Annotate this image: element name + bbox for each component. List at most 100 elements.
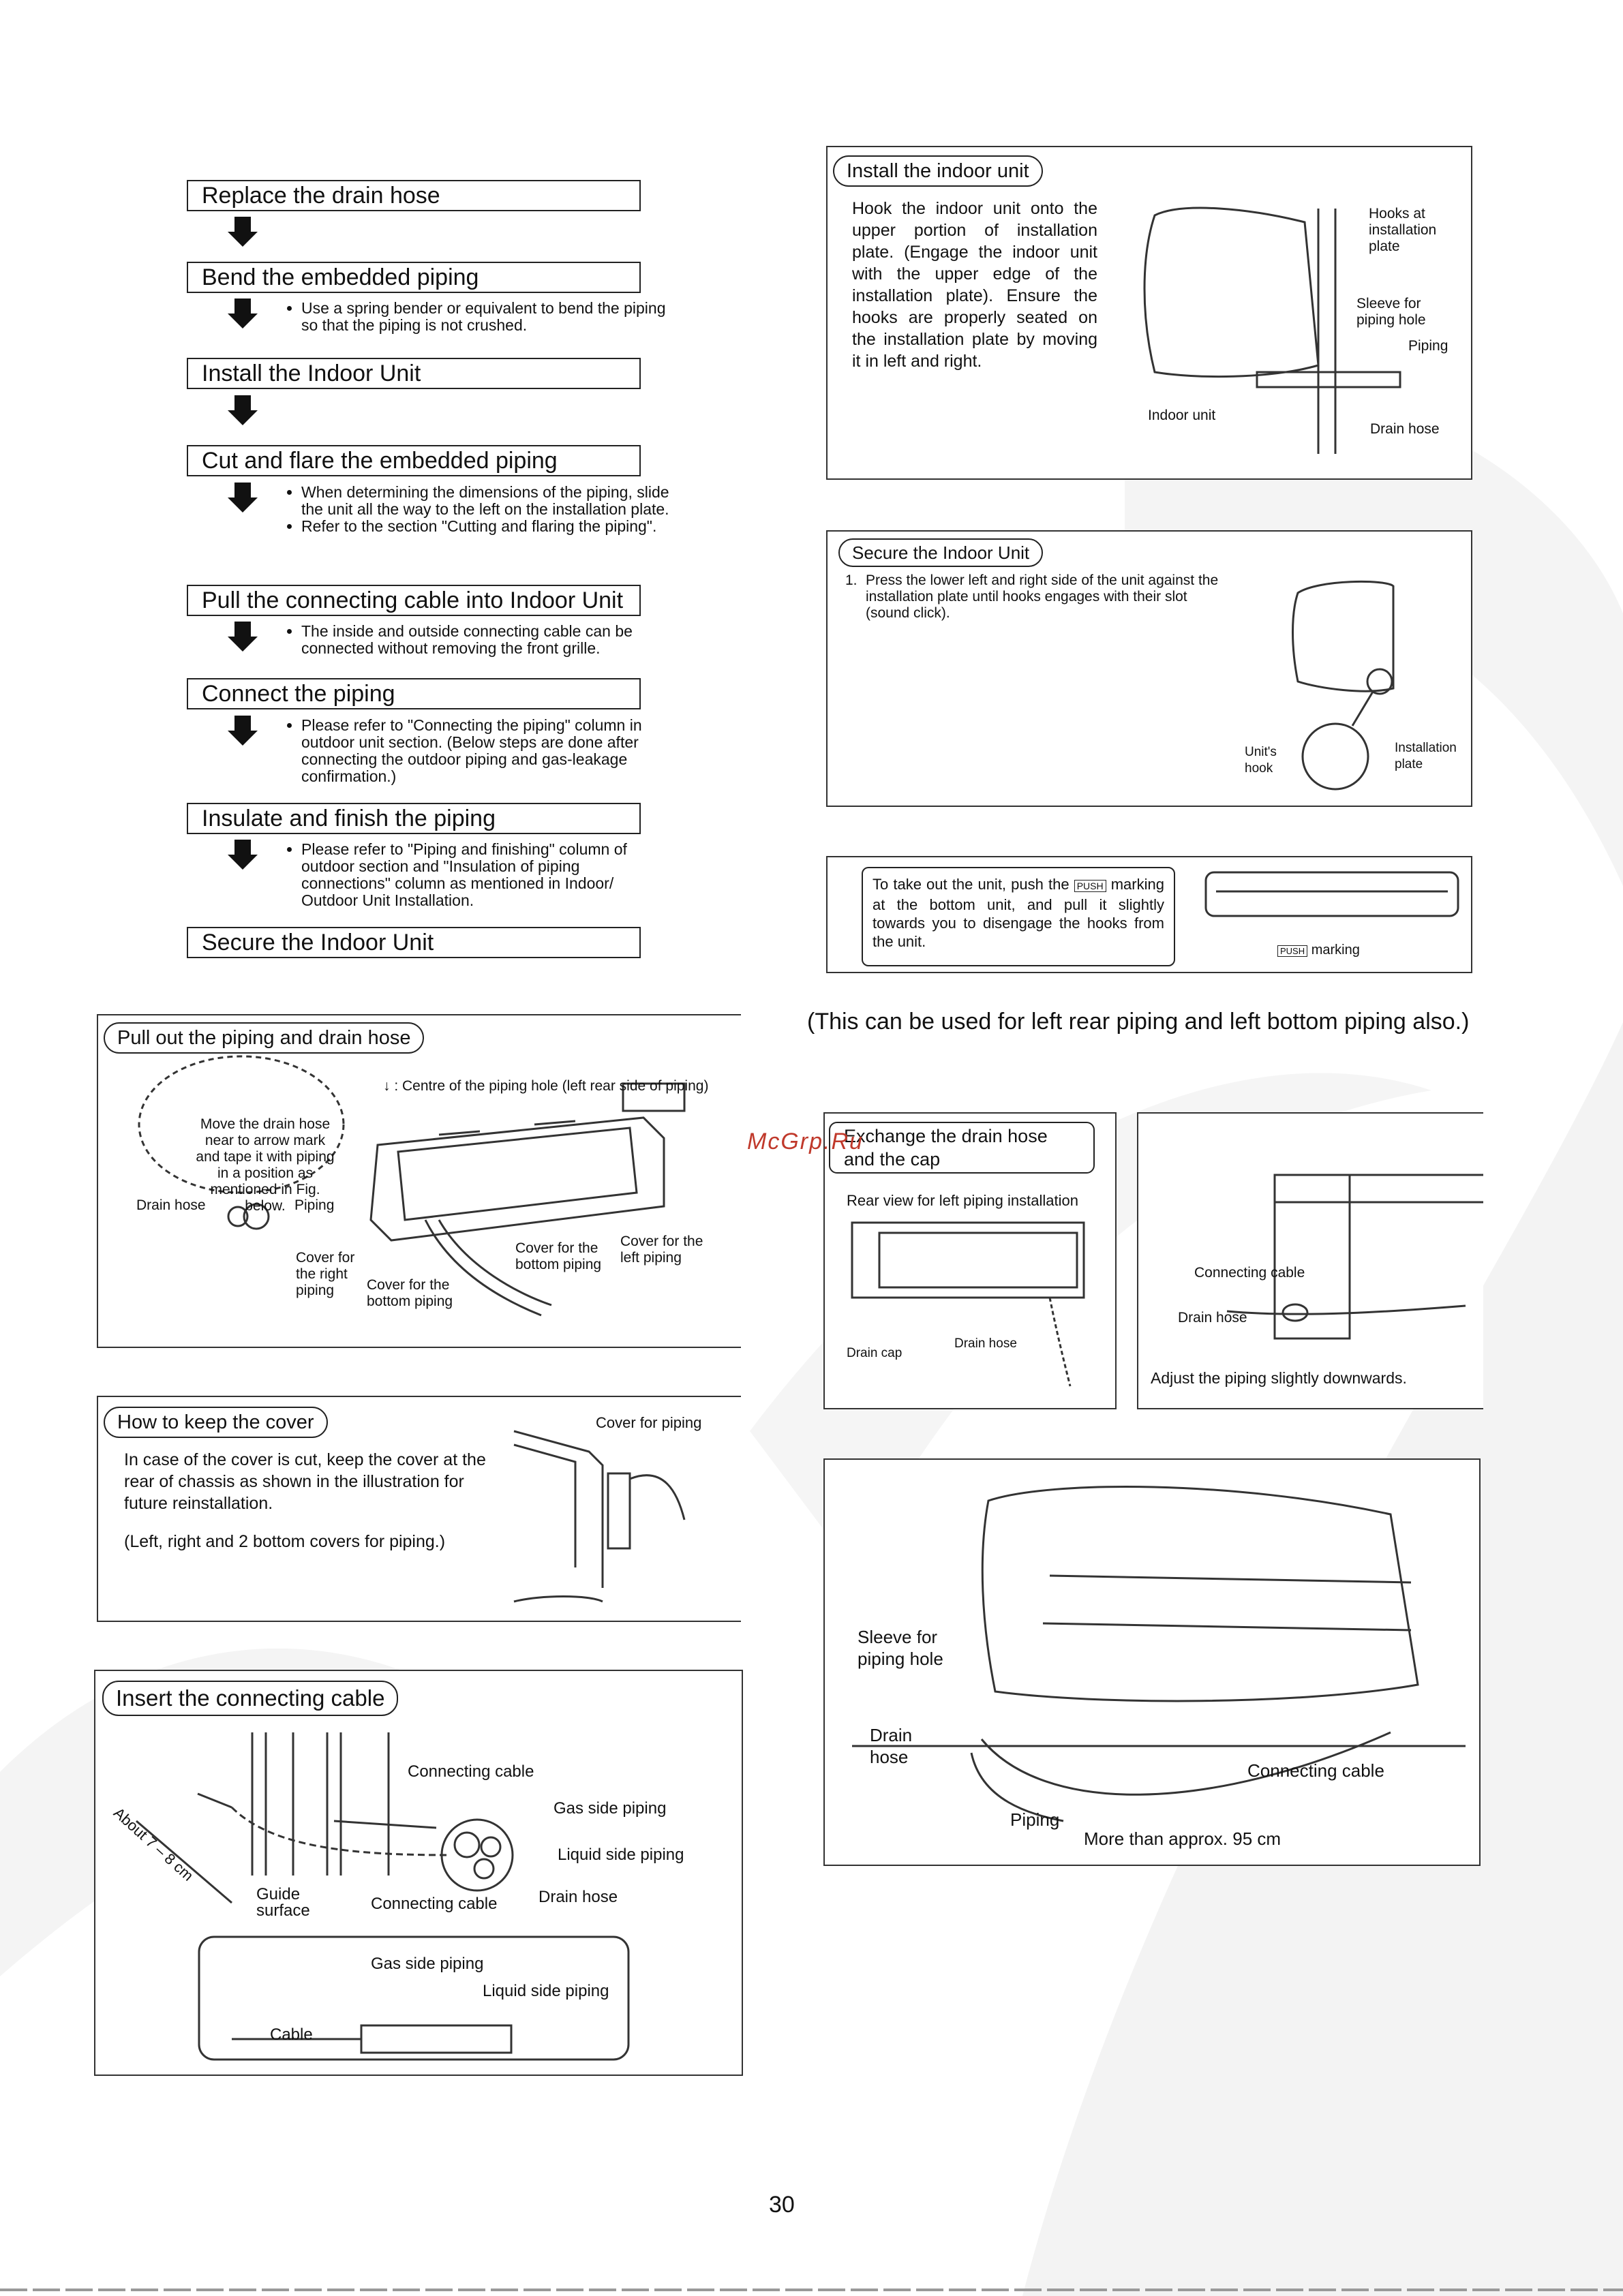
final-fig-panel: Sleeve for piping hole Drain hose Piping… xyxy=(823,1458,1481,1866)
cut-notes: When determining the dimensions of the p… xyxy=(286,484,669,535)
connecting-cable-top-label: Connecting cable xyxy=(408,1762,534,1781)
also-note: (This can be used for left rear piping a… xyxy=(807,1009,1470,1035)
push-marking-label: PUSH marking xyxy=(1277,942,1360,960)
push-badge: PUSH xyxy=(1277,945,1308,957)
marking-text: marking xyxy=(1311,943,1360,958)
guide-surface-label: Guide surface xyxy=(256,1885,310,1920)
cover-left-label: Cover for the left piping xyxy=(620,1234,703,1266)
centre-note: ↓ : Centre of the piping hole (left rear… xyxy=(383,1078,709,1094)
bend-notes: Use a spring bender or equivalent to ben… xyxy=(286,300,669,334)
down-arrow-icon xyxy=(228,622,258,652)
insert-cable-illustration xyxy=(136,1732,630,2061)
connecting-cable-bottom-label: Connecting cable xyxy=(371,1895,498,1913)
cover-bottom-label: Cover for the bottom piping xyxy=(515,1240,602,1272)
install-indoor-panel: Install the indoor unit Hook the indoor … xyxy=(826,146,1472,480)
flow-step-install-indoor-unit: Install the Indoor Unit xyxy=(187,358,641,389)
adjust-cable-label: Connecting cable xyxy=(1194,1265,1305,1281)
take-out-note: To take out the unit, push the PUSH mark… xyxy=(862,867,1175,966)
flow-step-pull-cable: Pull the connecting cable into Indoor Un… xyxy=(187,585,641,616)
final-cable-label: Connecting cable xyxy=(1247,1760,1384,1781)
piping-label: Piping xyxy=(294,1197,335,1213)
insulate-notes: Please refer to "Piping and finishing" c… xyxy=(286,841,669,909)
pull-out-title: Pull out the piping and drain hose xyxy=(104,1022,425,1054)
adjust-drain-label: Drain hose xyxy=(1178,1310,1247,1326)
insert-cable-title: Insert the connecting cable xyxy=(102,1681,399,1716)
down-arrow-icon xyxy=(228,217,258,247)
flow-step-connect-piping: Connect the piping xyxy=(187,678,641,709)
flow-step-bend-piping: Bend the embedded piping xyxy=(187,262,641,293)
adjust-piping-illustration xyxy=(1226,1174,1483,1340)
take-out-panel: To take out the unit, push the PUSH mark… xyxy=(826,856,1472,973)
down-arrow-icon xyxy=(228,483,258,512)
push-badge: PUSH xyxy=(1074,880,1106,892)
page-number: 30 xyxy=(769,2192,795,2218)
indoor-unit-label: Indoor unit xyxy=(1148,408,1216,423)
inset-cable-label: Cable xyxy=(270,2025,313,2044)
drain-hose-label: Drain hose xyxy=(1370,421,1440,437)
flow-step-replace-drain-hose: Replace the drain hose xyxy=(187,180,641,211)
bend-note: Use a spring bender or equivalent to ben… xyxy=(301,300,669,334)
flow-step-secure-indoor-unit: Secure the Indoor Unit xyxy=(187,927,641,958)
drain-hose-label: Drain hose xyxy=(954,1336,1017,1351)
down-arrow-icon xyxy=(228,840,258,870)
flow-step-insulate: Insulate and finish the piping xyxy=(187,803,641,834)
drain-hose-label: Drain hose xyxy=(136,1197,206,1213)
keep-cover-title: How to keep the cover xyxy=(104,1407,328,1438)
watermark-text: McGrp.Ru xyxy=(747,1129,864,1154)
sleeve-label: Sleeve for piping hole xyxy=(1356,296,1426,328)
adjust-panel: Connecting cable Drain hose Adjust the p… xyxy=(1137,1112,1483,1409)
exchange-title: Exchange the drain hose and the cap xyxy=(829,1122,1095,1174)
hooks-label: Hooks at installation plate xyxy=(1369,206,1437,254)
cut-note: Refer to the section "Cutting and flarin… xyxy=(301,518,669,535)
keep-cover-panel: How to keep the cover In case of the cov… xyxy=(97,1396,741,1622)
rear-view-illustration xyxy=(851,1221,1085,1387)
piping-label: Piping xyxy=(1408,338,1448,354)
bubble-note: Move the drain hose near to arrow mark a… xyxy=(196,1116,335,1214)
unit-with-piping-illustration xyxy=(852,1486,1466,1822)
drain-cap-label: Drain cap xyxy=(847,1346,902,1360)
inset-gas-label: Gas side piping xyxy=(371,1955,484,1973)
final-piping-label: Piping xyxy=(1010,1809,1060,1830)
final-drain-label: Drain hose xyxy=(870,1725,913,1767)
secure-indoor-illustration xyxy=(1292,580,1395,791)
flow-step-cut-flare: Cut and flare the embedded piping xyxy=(187,445,641,476)
drain-hose-label: Drain hose xyxy=(539,1888,618,1906)
secure-step-number: 1. xyxy=(845,572,858,588)
cover-for-piping-label: Cover for piping xyxy=(596,1414,702,1431)
connect-note: Please refer to "Connecting the piping" … xyxy=(301,717,669,785)
inset-liquid-label: Liquid side piping xyxy=(483,1982,609,2000)
rear-view-label: Rear view for left piping installation xyxy=(847,1192,1078,1209)
take-out-text-b: marking at the bottom unit, and pull it … xyxy=(873,876,1164,950)
secure-indoor-title: Secure the Indoor Unit xyxy=(838,538,1044,567)
install-indoor-text: Hook the indoor unit onto the upper port… xyxy=(852,199,1097,371)
insulate-note: Please refer to "Piping and finishing" c… xyxy=(301,841,669,909)
pull-note: The inside and outside connecting cable … xyxy=(301,623,669,657)
pull-notes: The inside and outside connecting cable … xyxy=(286,623,669,657)
adjust-caption: Adjust the piping slightly downwards. xyxy=(1151,1369,1407,1387)
keep-cover-text: In case of the cover is cut, keep the co… xyxy=(124,1450,486,1513)
pull-out-illustration xyxy=(138,1055,686,1317)
liquid-side-label: Liquid side piping xyxy=(558,1846,684,1864)
installation-plate-label: Installation plate xyxy=(1395,741,1457,771)
final-distance-label: More than approx. 95 cm xyxy=(1084,1828,1281,1849)
cover-bottom-left-label: Cover for the bottom piping xyxy=(367,1277,453,1309)
gas-side-label: Gas side piping xyxy=(553,1799,667,1818)
keep-cover-illustration xyxy=(513,1430,686,1603)
take-out-text-a: To take out the unit, push the xyxy=(873,876,1070,893)
down-arrow-icon xyxy=(228,716,258,746)
connect-notes: Please refer to "Connecting the piping" … xyxy=(286,717,669,785)
secure-indoor-text: Press the lower left and right side of t… xyxy=(866,572,1219,621)
units-hook-label: Unit's hook xyxy=(1245,745,1277,776)
pull-out-panel: Pull out the piping and drain hose ↓ : C… xyxy=(97,1014,741,1348)
cover-right-label: Cover for the right piping xyxy=(296,1250,355,1298)
exchange-panel: Exchange the drain hose and the cap Rear… xyxy=(823,1112,1117,1409)
bottom-dashed-rule xyxy=(0,2289,1623,2291)
final-sleeve-label: Sleeve for piping hole xyxy=(858,1627,943,1669)
keep-cover-note: (Left, right and 2 bottom covers for pip… xyxy=(124,1532,446,1551)
install-indoor-illustration xyxy=(1143,206,1401,454)
secure-indoor-panel: Secure the Indoor Unit 1. Press the lowe… xyxy=(826,530,1472,807)
down-arrow-icon xyxy=(228,299,258,328)
down-arrow-icon xyxy=(228,395,258,425)
install-indoor-title: Install the indoor unit xyxy=(833,155,1043,187)
unit-bottom-illustration xyxy=(1204,871,1459,917)
